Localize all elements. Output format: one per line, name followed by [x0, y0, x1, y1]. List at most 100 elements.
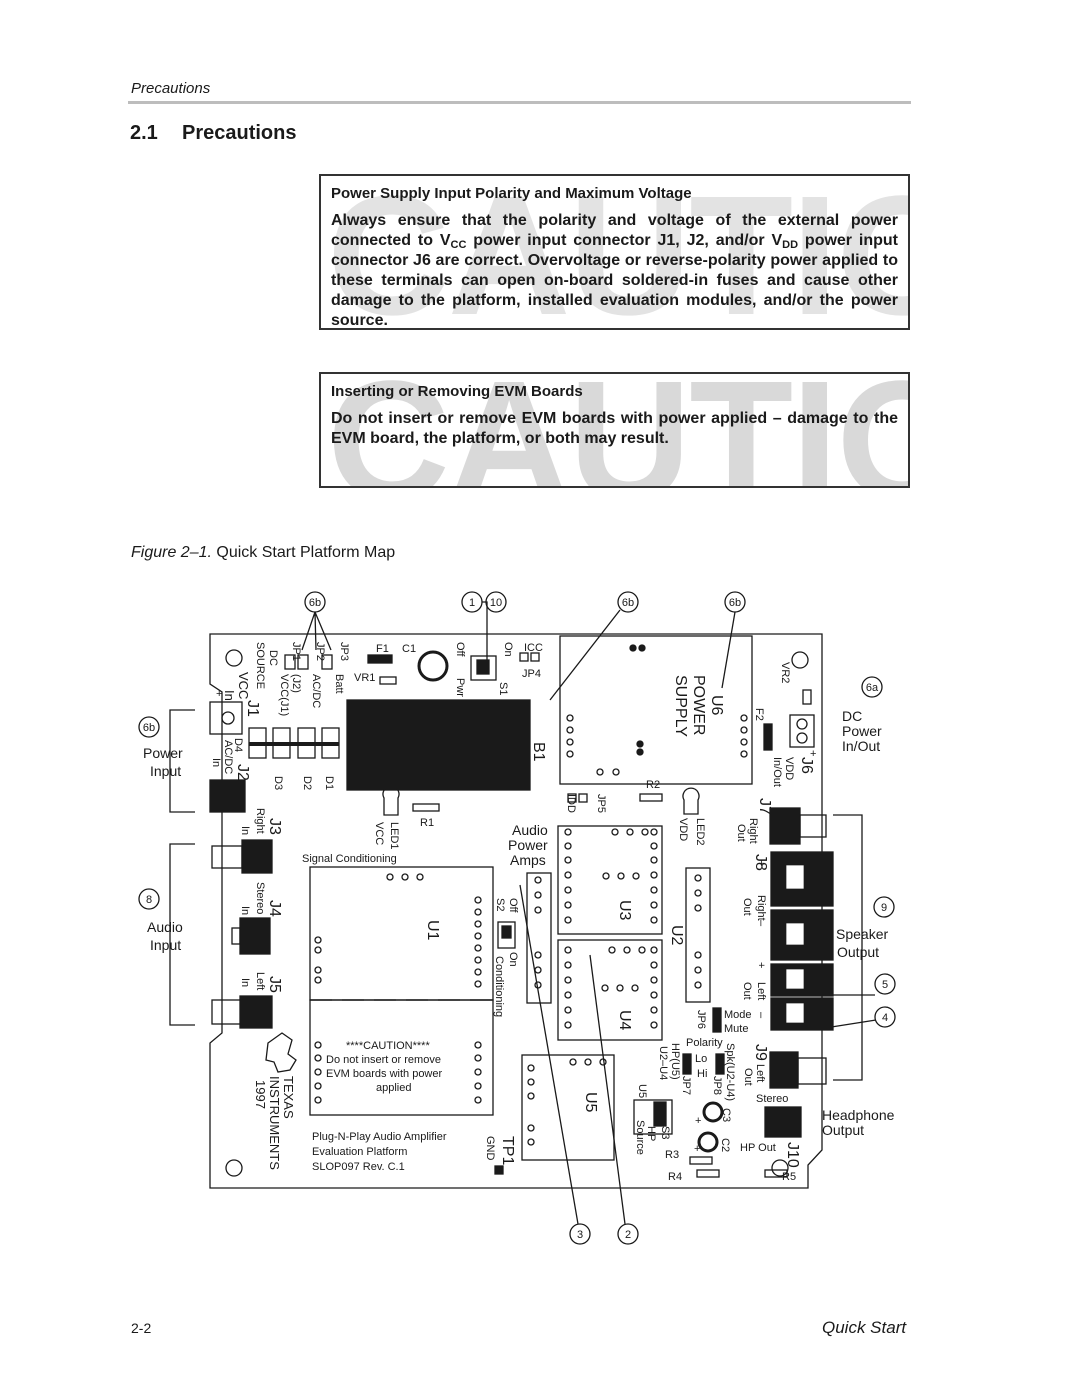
board-label: Plug-N-Play Audio Amplifier	[312, 1131, 447, 1143]
callout-label: 6b	[622, 597, 634, 609]
leader-line	[549, 609, 621, 701]
caution-body: Do not insert or remove EVM boards with …	[331, 410, 898, 447]
board-label: In	[239, 906, 251, 915]
j6-terminal	[789, 714, 815, 748]
board-label: U4	[616, 1010, 633, 1031]
board-label: SOURCE	[254, 642, 266, 689]
board-label: IDD	[565, 794, 577, 813]
mounting-hole	[791, 651, 809, 669]
caution-watermark: CAUTION	[327, 372, 908, 488]
side-label: Input	[150, 937, 181, 953]
callout-label: 9	[881, 902, 887, 914]
leader-line	[301, 611, 332, 651]
board-label: 1997	[253, 1080, 268, 1109]
board-label: C2	[719, 1138, 731, 1152]
board-label: –	[755, 920, 767, 927]
callout-circle	[138, 716, 160, 738]
board-label: (J2)	[290, 674, 302, 693]
board-label: TEXAS	[281, 1076, 296, 1119]
j3-jack	[241, 839, 273, 874]
side-label: Output	[822, 1122, 864, 1138]
j5-jack	[239, 995, 273, 1029]
board-label: Signal Conditioning	[302, 853, 397, 865]
board-label: J1	[244, 700, 261, 717]
u4-module	[557, 939, 663, 1041]
board-label: ****CAUTION****	[346, 1040, 430, 1052]
board-label: Left	[254, 972, 266, 990]
board-label: +	[810, 748, 816, 760]
leader-line	[482, 601, 488, 668]
page-number: 2-2	[131, 1320, 152, 1336]
board-label: D3	[272, 776, 284, 790]
callout-circle	[874, 973, 896, 995]
caution-box-power-supply: CAUTION Power Supply Input Polarity and …	[319, 174, 910, 330]
board-label: Out	[741, 898, 753, 916]
bracket-power-input	[169, 709, 195, 813]
board-label: VCC	[236, 672, 251, 699]
board-label: Stereo	[254, 882, 266, 914]
board-label: J6	[798, 757, 815, 774]
callout-label: 1	[469, 597, 475, 609]
board-label: F1	[376, 643, 389, 655]
j1-terminal	[209, 701, 243, 735]
board-label: J2	[234, 764, 251, 781]
board-label: On	[502, 642, 514, 657]
board-label: J5	[266, 976, 283, 993]
callout-circle	[617, 1223, 639, 1245]
callout-label: 10	[490, 597, 502, 609]
board-label: U3	[616, 900, 633, 921]
board-label: C3	[720, 1108, 732, 1122]
board-label: Evaluation Platform	[312, 1146, 407, 1158]
board-label: In/Out	[771, 757, 783, 787]
board-label: In	[210, 758, 222, 767]
callout-circle	[861, 676, 883, 698]
caution-box-evm-boards: CAUTION Inserting or Removing EVM Boards…	[319, 372, 910, 488]
side-label: Input	[150, 763, 181, 779]
figure-label: Figure 2–1.	[131, 544, 212, 561]
board-label: VCC(J1)	[278, 674, 290, 716]
board-label: Source	[634, 1120, 646, 1155]
board-label: In	[222, 690, 237, 701]
board-label: HP	[645, 1126, 657, 1141]
caution-heading: Inserting or Removing EVM Boards	[331, 383, 583, 400]
board-label: +	[694, 1143, 700, 1155]
mounting-hole	[225, 649, 243, 667]
leader-line	[721, 611, 736, 689]
board-label: SUPPLY	[672, 675, 689, 737]
callout-circle	[617, 591, 639, 613]
board-label: J7	[756, 798, 773, 815]
callout-label: 8	[146, 894, 152, 906]
board-label: VDD	[677, 818, 689, 841]
board-label: +	[755, 860, 767, 866]
board-label: D4	[232, 738, 244, 752]
board-label: R5	[782, 1171, 796, 1183]
board-label: Power	[508, 837, 548, 853]
board-label: JP8	[711, 1076, 723, 1095]
board-label: R3	[665, 1149, 679, 1161]
board-label: EVM boards with power	[326, 1068, 442, 1080]
mounting-hole	[225, 1159, 243, 1177]
board-label: Hi	[697, 1068, 707, 1080]
u3-module	[557, 825, 663, 935]
board-label: S2	[494, 898, 506, 911]
board-label: AC/DC	[222, 740, 234, 774]
board-label: VR2	[779, 662, 791, 683]
callout-label: 6b	[143, 722, 155, 734]
board-label: J8	[752, 854, 769, 871]
board-label: J3	[266, 818, 283, 835]
mounting-hole	[771, 1159, 789, 1177]
side-label: DC	[842, 708, 862, 724]
board-label: Out	[741, 982, 753, 1000]
board-label: HP(U5)	[669, 1043, 681, 1080]
board-label: R1	[420, 817, 434, 829]
board-label: Audio	[512, 822, 548, 838]
board-label: J10	[784, 1142, 801, 1168]
side-label: Power	[143, 745, 183, 761]
board-label: F2	[753, 708, 765, 721]
board-label: Pwr	[454, 678, 466, 697]
bracket-speaker-output	[833, 814, 863, 1081]
board-label: U2–U4	[657, 1046, 669, 1080]
board-label: Lo	[695, 1053, 707, 1065]
board-label: U1	[424, 920, 441, 941]
board-label: Conditioning	[493, 956, 505, 1017]
